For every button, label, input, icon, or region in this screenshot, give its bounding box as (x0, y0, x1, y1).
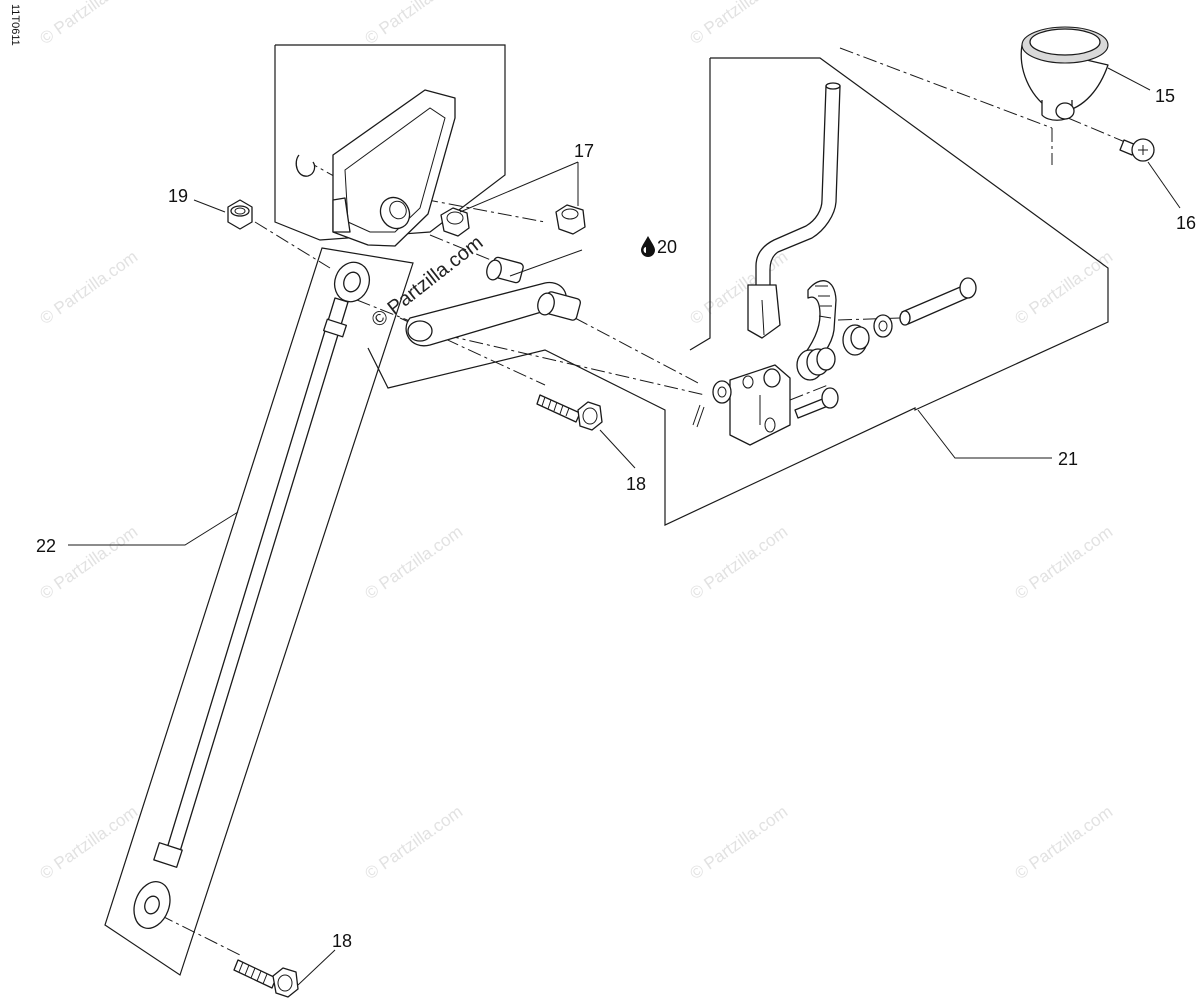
diagram-code: 11T0611 (9, 4, 21, 46)
spring-washers (796, 314, 893, 381)
callout-labels: 15 16 17 19 20 18 21 22 18 (36, 86, 1196, 951)
callout-21: 21 (1058, 449, 1078, 469)
pivot-pin (899, 277, 977, 326)
callout-20-group: 20 (641, 236, 677, 257)
watermark-text: © Partzilla.com (361, 802, 466, 883)
bushing-17a (440, 207, 470, 237)
callout-18-bolt: 18 (626, 474, 646, 494)
watermark-text: © Partzilla.com (36, 802, 141, 883)
assembly-axis-lines (159, 47, 1126, 956)
assembly-outline-21 (367, 57, 1109, 526)
nut-19 (227, 199, 253, 230)
small-bolt (794, 387, 839, 419)
bolt-18-upper (536, 394, 603, 431)
oil-drop-icon (641, 236, 655, 257)
watermark-text: © Partzilla.com (1011, 522, 1116, 603)
shift-arm (405, 256, 582, 347)
shift-knob-15 (1020, 26, 1109, 121)
shift-lever-rod (747, 82, 841, 339)
screw-16 (1119, 138, 1155, 162)
leader-lines (68, 67, 1181, 986)
shift-guard-bracket (295, 89, 456, 247)
rod-outline-22 (104, 247, 414, 976)
watermark-text: © Partzilla.com (36, 522, 141, 603)
tie-rod-22 (133, 261, 371, 929)
callout-17: 17 (574, 141, 594, 161)
bolt-18-lower (233, 959, 299, 998)
callout-20: 20 (657, 237, 677, 257)
callout-16: 16 (1176, 213, 1196, 233)
watermark-text: © Partzilla.com (361, 0, 466, 48)
watermark-text: © Partzilla.com (361, 522, 466, 603)
callout-22: 22 (36, 536, 56, 556)
pivot-clevis (692, 364, 791, 446)
watermark-text: © Partzilla.com (686, 0, 791, 48)
callout-18-bottom: 18 (332, 931, 352, 951)
watermark-text: © Partzilla.com (36, 247, 141, 328)
watermark-text: © Partzilla.com (686, 802, 791, 883)
bracket-outline-box (274, 44, 506, 241)
bushing-17b (555, 204, 586, 235)
watermark-text: © Partzilla.com (686, 522, 791, 603)
watermark-text: © Partzilla.com (1011, 247, 1116, 328)
callout-19: 19 (168, 186, 188, 206)
watermark-text: © Partzilla.com (1011, 802, 1116, 883)
callout-15: 15 (1155, 86, 1175, 106)
watermark-text: © Partzilla.com (36, 0, 141, 48)
